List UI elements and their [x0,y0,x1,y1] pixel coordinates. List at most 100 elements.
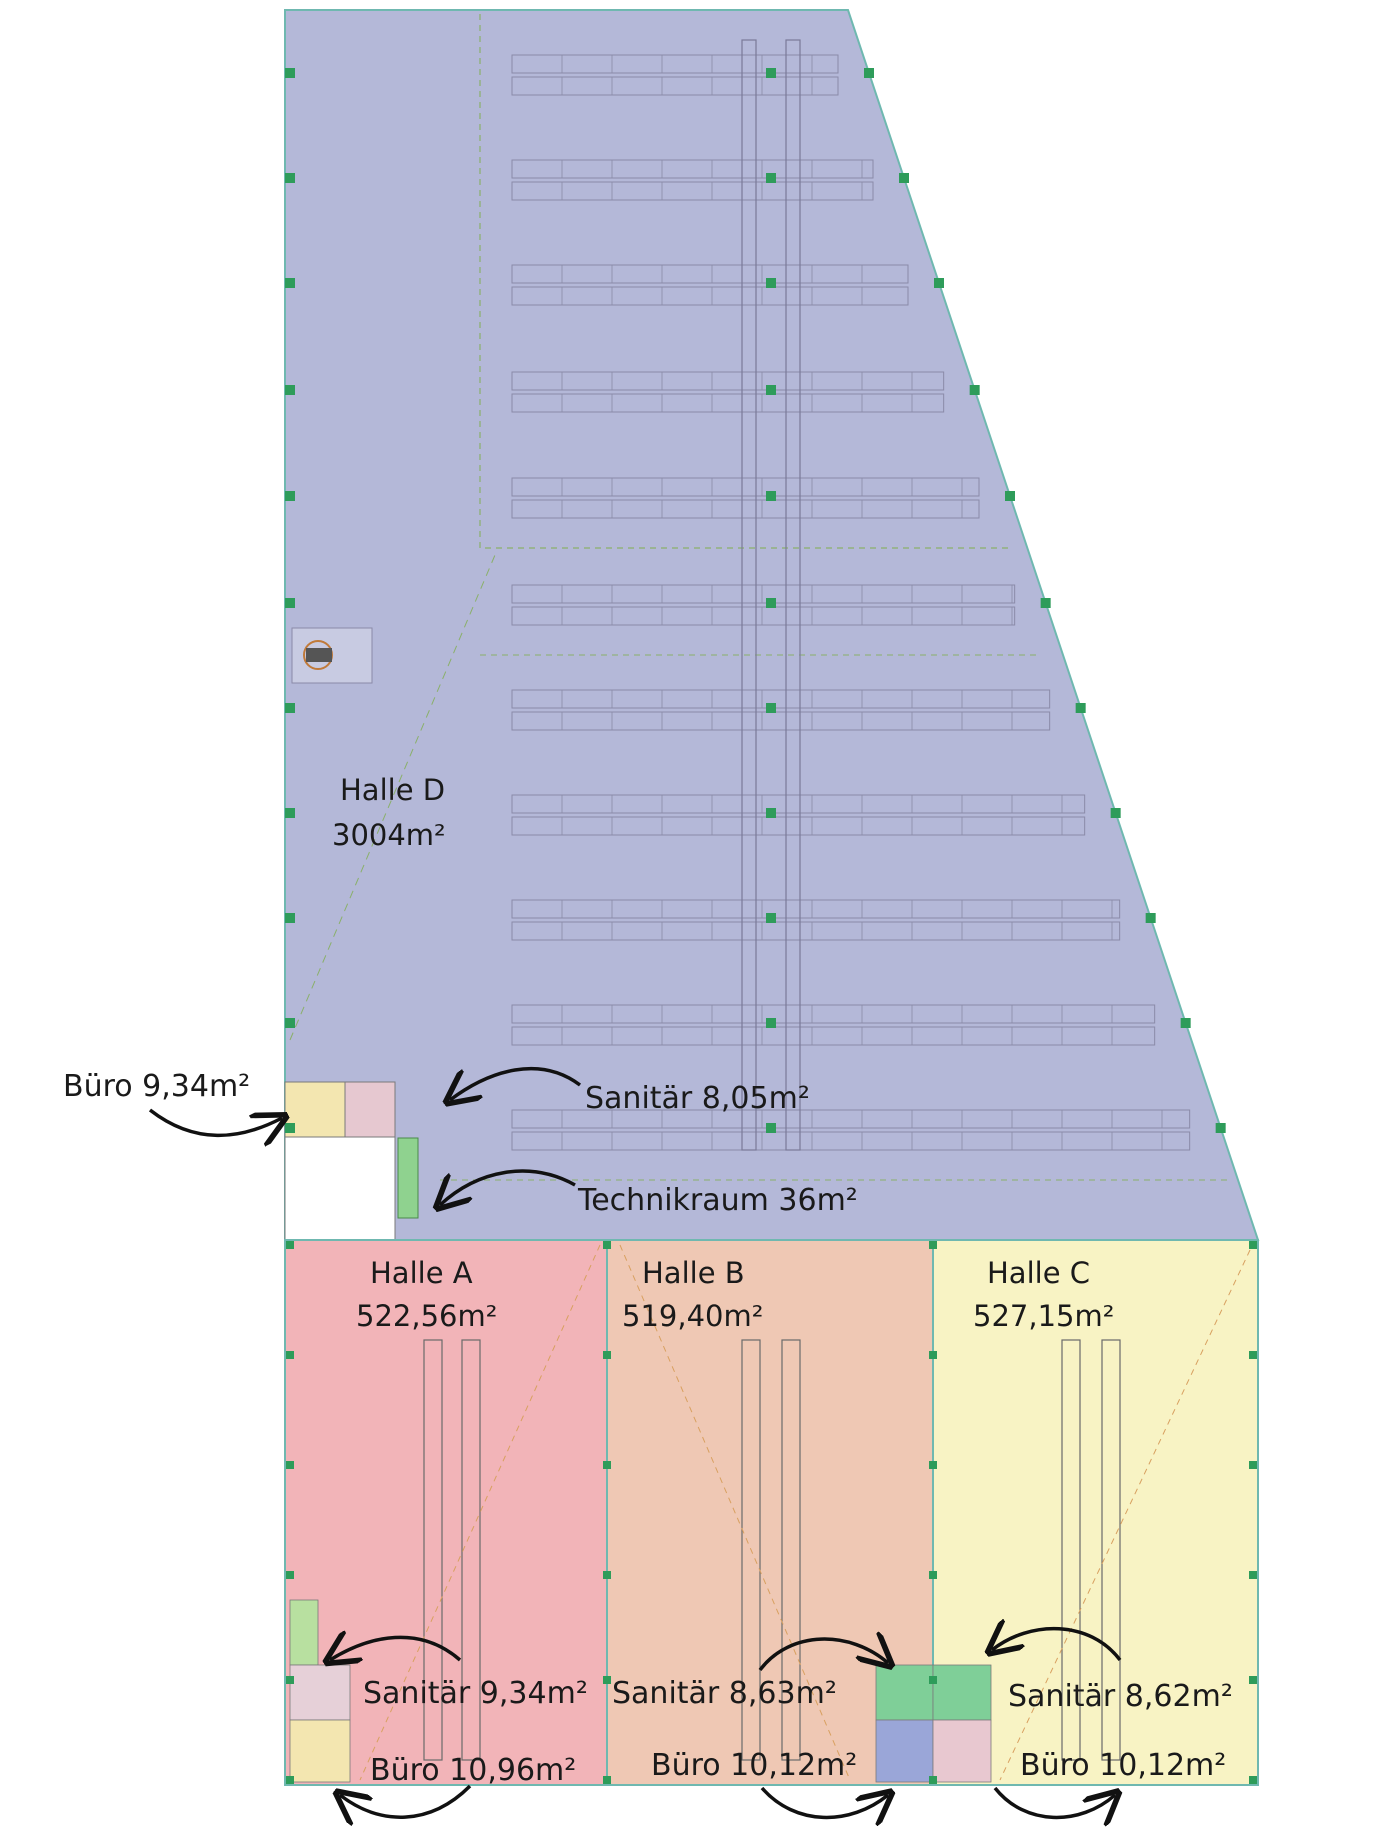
structural-column [766,173,776,183]
rack-row [511,371,945,391]
structural-column [285,703,295,713]
structural-column [285,1123,295,1133]
structural-column [766,1018,776,1028]
rack-row [511,54,839,74]
structural-column [286,1571,294,1579]
halle-d-area-label: 3004m² [332,818,446,852]
structural-column [929,1351,937,1359]
rack-row [511,711,1051,731]
structural-column [929,1241,937,1249]
structural-column [766,913,776,923]
structural-column [766,808,776,818]
structural-column [285,385,295,395]
halle-d-name: Halle D [340,773,445,807]
structural-column [1249,1776,1257,1784]
structural-column [285,598,295,608]
rack-row [511,159,874,179]
rack-row [511,286,909,306]
structural-column [603,1461,611,1469]
structural-column [766,703,776,713]
structural-column [766,385,776,395]
rack-row [511,584,1016,604]
structural-column [864,68,874,78]
rack-row [511,181,874,201]
structural-column [603,1241,611,1249]
structural-column [929,1676,937,1684]
structural-column [1075,703,1086,713]
forklift-icon [291,627,373,684]
rack-row [511,1026,1156,1046]
buero-c-label: Büro 10,12m² [1020,1748,1226,1783]
arrow-sanitaer-a [330,1637,462,1660]
structural-column [899,173,909,183]
arrow-sanitaer-c [992,1629,1122,1662]
structural-column [285,68,295,78]
structural-column [1180,1018,1191,1028]
structural-column [1249,1461,1257,1469]
halle-b-area-label: 519,40m² [622,1299,763,1333]
halle-c-name: Halle C [987,1256,1090,1290]
arrow-buero-a [340,1784,472,1817]
halle-c-racks [1061,1339,1121,1761]
structural-column [1145,913,1156,923]
structural-column [929,1461,937,1469]
halle-b-racks [741,1339,801,1761]
technikraum-label: Technikraum 36m² [577,1183,858,1218]
structural-column [766,278,776,288]
arrow-buero-b [760,1788,888,1817]
structural-column [934,278,944,288]
rack-row [511,477,980,497]
arrow-technikraum [440,1169,576,1205]
halle-a-area-label: 522,56m² [356,1299,497,1333]
structural-column [603,1571,611,1579]
rack-row [511,794,1086,814]
structural-column [766,598,776,608]
rack-row [511,264,909,284]
buero-b-label: Büro 10,12m² [651,1748,857,1783]
structural-column [929,1776,937,1784]
rack-row [511,499,980,519]
structural-column [285,278,295,288]
halle-d-diagonal [289,554,496,1041]
buero-d-label: Büro 9,34m² [63,1069,250,1104]
structural-column [286,1351,294,1359]
structural-column [286,1776,294,1784]
rack-row [511,393,945,413]
halle-a-racks [423,1339,481,1761]
structural-column [603,1776,611,1784]
structural-column [285,491,295,501]
structural-column [1249,1351,1257,1359]
structural-column [285,1018,295,1028]
structural-column [1110,808,1121,818]
structural-column [766,1123,776,1133]
structural-column [1005,491,1015,501]
halle-b-c-rooms [875,1664,992,1783]
structural-column [1249,1241,1257,1249]
arrow-buero-c [993,1788,1115,1817]
structural-column [603,1351,611,1359]
halle-a-name: Halle A [370,1256,473,1290]
halle-d-aisle [741,39,801,1151]
sanitaer-d-label: Sanitär 8,05m² [585,1081,810,1116]
rack-row [511,76,839,96]
rack-row [511,899,1121,919]
rack-row [511,1131,1191,1151]
buero-a-label: Büro 10,96m² [370,1753,576,1788]
structural-column [1040,598,1051,608]
rack-row [511,606,1016,626]
arrow-buero-d [148,1108,282,1135]
arrow-sanitaer-d [450,1066,582,1100]
structural-column [766,491,776,501]
halle-c-area-label: 527,15m² [973,1299,1114,1333]
structural-column [285,173,295,183]
halle-d-racks [511,54,1191,1151]
rack-row [511,921,1121,941]
structural-column [285,913,295,923]
rack-row [511,816,1086,836]
sanitaer-b-label: Sanitär 8,63m² [612,1676,837,1711]
sanitaer-a-label: Sanitär 9,34m² [363,1676,588,1711]
halle-a-rooms [289,1599,351,1783]
rack-row [511,1004,1156,1024]
structural-column [969,385,980,395]
